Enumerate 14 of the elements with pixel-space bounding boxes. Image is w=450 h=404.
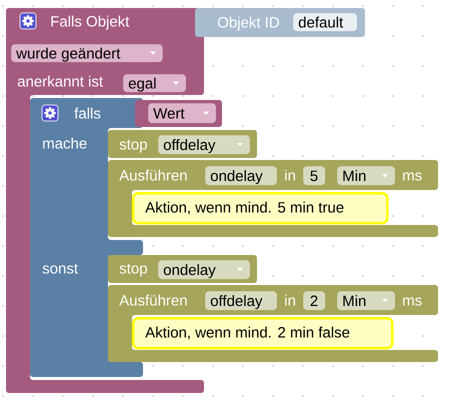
dropdown-field: ondelay [158, 260, 250, 280]
input-field: ondelay [205, 166, 277, 186]
input-field: default [293, 13, 357, 32]
dropdown-field: wurde geändert [11, 44, 163, 62]
comment-block: Aktion, wenn mind. 5 min true [132, 192, 389, 224]
input-field: offdelay [205, 291, 277, 310]
dropdown-field: Wert [148, 103, 216, 124]
dropdown-field: Min [337, 291, 395, 310]
dropdown-field: Min [337, 166, 395, 186]
dropdown-field: offdelay [158, 135, 250, 154]
comment-block: Aktion, wenn mind. 2 min false [132, 317, 394, 350]
input-field: 2 [303, 291, 326, 310]
input-field: 5 [303, 166, 326, 186]
dropdown-field: egal [123, 74, 186, 92]
